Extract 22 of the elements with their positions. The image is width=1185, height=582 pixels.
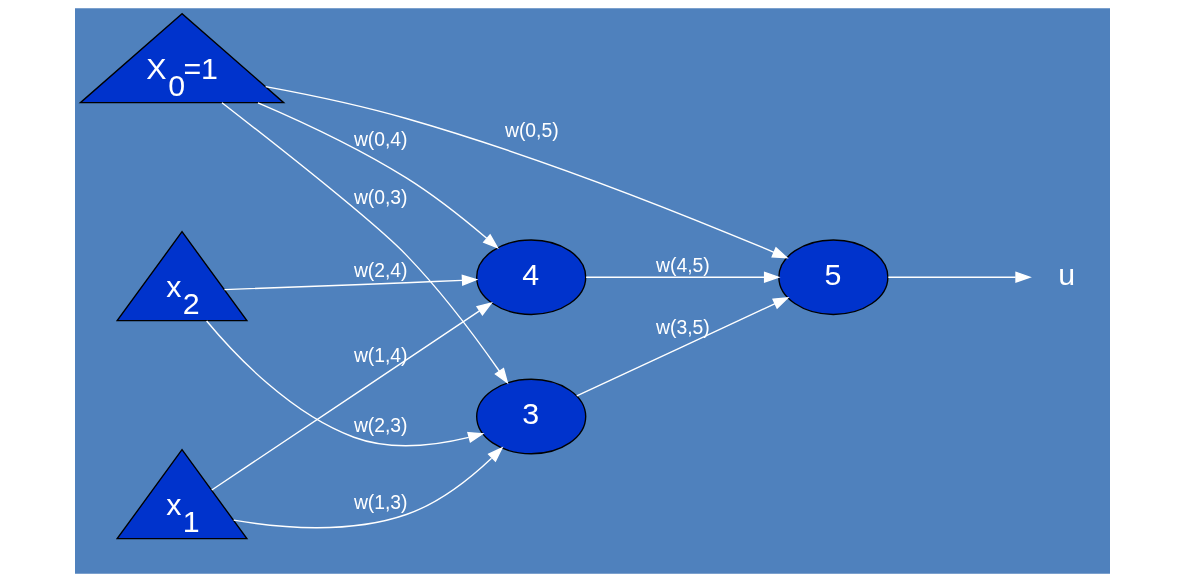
arrow <box>265 85 789 259</box>
edge-label: w(1,4) <box>353 344 408 366</box>
arrow <box>221 102 509 385</box>
edge-label: w(0,5) <box>504 119 559 141</box>
node-ellipse: 3 <box>476 378 587 455</box>
arrow <box>233 446 504 529</box>
edge-label: w(4,5) <box>656 254 710 276</box>
arrow <box>257 102 499 249</box>
edge-label: w(0,4) <box>353 129 408 151</box>
arrow <box>223 274 479 291</box>
arrow <box>887 271 1032 283</box>
edge-label: w(3,5) <box>656 317 710 339</box>
arrow <box>211 301 493 491</box>
edge-label: w(1,3) <box>353 492 408 514</box>
edge-label: w(2,3) <box>353 415 408 437</box>
edge-label: w(2,4) <box>353 260 408 282</box>
node-text: u <box>1058 257 1076 291</box>
arrow <box>585 271 781 283</box>
arrow <box>205 320 485 447</box>
edge-label: w(0,3) <box>353 187 408 209</box>
arrow <box>576 296 790 397</box>
node-ellipse: 5 <box>778 239 889 316</box>
